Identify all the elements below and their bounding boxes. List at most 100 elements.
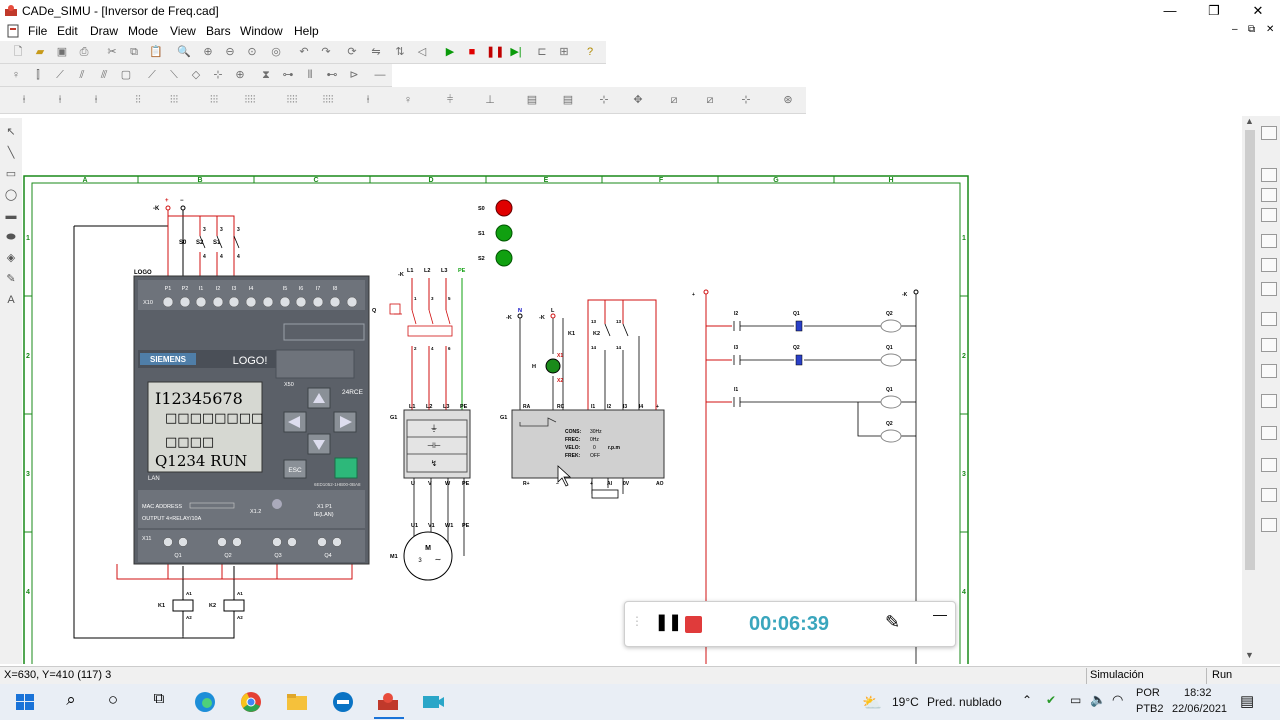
rectangle-tool-icon[interactable]: ▭ (5, 168, 17, 180)
step-simulation-icon[interactable]: ▶| (510, 46, 522, 58)
clock-date[interactable]: 22/06/2021 (1172, 703, 1228, 715)
undo-icon[interactable]: ↶ (299, 46, 309, 58)
filled-ellipse-icon[interactable]: ⬬ (6, 231, 16, 243)
plc-ok-button[interactable] (334, 457, 358, 479)
symbol-11-icon[interactable]: ♀ (403, 94, 413, 106)
switch-icon[interactable]: ⫿ (36, 69, 40, 81)
panel-button-5[interactable] (1261, 234, 1277, 248)
menu-draw[interactable]: Draw (90, 24, 119, 38)
weather-temperature[interactable]: 19°C (892, 695, 919, 709)
drag-handle-icon[interactable]: ⋮ (631, 614, 643, 628)
cut-icon[interactable]: ✂ (107, 46, 117, 58)
panel-button-9[interactable] (1261, 338, 1277, 352)
menu-help[interactable]: Help (294, 24, 319, 38)
cortana-icon[interactable]: ○ (107, 690, 119, 709)
weather-description[interactable]: Pred. nublado (927, 695, 1002, 709)
zoom-in-icon[interactable]: ⊕ (203, 46, 213, 58)
symbol-1-icon[interactable]: ⍿ (22, 94, 26, 106)
minimize-button[interactable]: — (1163, 3, 1177, 18)
symbol-8-icon[interactable]: ⫶⫶⫶⫶ (286, 94, 298, 106)
menu-file[interactable]: File (28, 24, 48, 38)
line-tool-icon[interactable]: ╲ (7, 147, 15, 159)
symbol-4-icon[interactable]: ⫶⫶ (135, 94, 141, 106)
wire-icon[interactable]: — (374, 69, 386, 81)
new-file-icon[interactable]: 🗋 (13, 46, 23, 58)
zoom-window-icon[interactable]: 🔍 (177, 46, 191, 58)
symbol-9-icon[interactable]: ⫶⫶⫶⫶ (322, 94, 334, 106)
stop-simulation-icon[interactable]: ■ (468, 46, 476, 58)
panel-button-7[interactable] (1261, 282, 1277, 296)
symbol-5-icon[interactable]: ⫶⫶⫶ (169, 94, 179, 106)
language-top[interactable]: POR (1136, 687, 1160, 699)
symbol-19-icon[interactable]: ⧄ (706, 94, 714, 106)
weather-icon[interactable]: ⛅ (862, 695, 882, 712)
panel-button-2[interactable] (1261, 168, 1277, 182)
symbol-15-icon[interactable]: ▤ (562, 94, 574, 106)
plc-esc-button[interactable]: ESC (288, 467, 302, 474)
windows-start-icon[interactable] (12, 690, 38, 714)
multipole-icon[interactable]: ⫽ (79, 69, 85, 81)
symbol-13-icon[interactable]: ⊥ (485, 94, 495, 106)
stop-recording-icon[interactable] (685, 616, 702, 633)
pen-icon[interactable]: ✎ (885, 612, 901, 632)
panel-button-14[interactable] (1261, 488, 1277, 502)
diode-icon[interactable]: ⊳ (349, 69, 359, 81)
pause-simulation-icon[interactable]: ❚❚ (486, 46, 505, 58)
pencil-icon[interactable]: ✎ (6, 273, 16, 285)
symbol-17-icon[interactable]: ✥ (633, 94, 643, 106)
menu-view[interactable]: View (170, 24, 196, 38)
paste-icon[interactable]: 📋 (149, 46, 163, 58)
menu-bars[interactable]: Bars (206, 24, 231, 38)
panel-button-15[interactable] (1261, 518, 1277, 532)
close-button[interactable]: ✕ (1252, 3, 1264, 18)
resistor-icon[interactable]: ⊶ (282, 69, 294, 81)
screen-recorder-app-icon[interactable] (420, 690, 446, 714)
sensor-icon[interactable]: ◇ (191, 69, 201, 81)
language-bottom[interactable]: PTB2 (1136, 703, 1164, 715)
symbol-20-icon[interactable]: ⊹ (741, 94, 751, 106)
ellipse-tool-icon[interactable]: ◯ (4, 189, 18, 201)
wifi-icon[interactable]: ◠ (1112, 692, 1124, 707)
mdi-minimize-icon[interactable]: – (1232, 24, 1238, 35)
mirror-horizontal-icon[interactable]: ⇋ (371, 46, 381, 58)
clock-time[interactable]: 18:32 (1184, 687, 1212, 699)
zoom-out-icon[interactable]: ⊖ (225, 46, 235, 58)
fuse-icon[interactable]: ♀ (11, 69, 21, 81)
text-tool-icon[interactable]: A (7, 294, 15, 306)
copy-icon[interactable]: ⧉ (130, 46, 138, 58)
menu-mode[interactable]: Mode (128, 24, 159, 38)
symbol-21-icon[interactable]: ⊛ (783, 94, 793, 106)
panel-button-12[interactable] (1261, 426, 1277, 440)
up-arrow-icon[interactable] (313, 393, 325, 403)
left-arrow-icon[interactable] (288, 416, 300, 428)
scroll-thumb[interactable] (1245, 130, 1255, 570)
menu-window[interactable]: Window (240, 24, 283, 38)
mdi-restore-icon[interactable]: ⧉ (1248, 24, 1256, 35)
pushbutton-icon[interactable]: ⟋ (148, 69, 156, 81)
save-icon[interactable]: ▣ (56, 46, 68, 58)
cadesimu-taskbar-icon[interactable] (374, 690, 404, 714)
pointer-icon[interactable]: ↖ (6, 126, 16, 138)
search-icon[interactable]: ⌕ (66, 690, 76, 709)
drawing-canvas[interactable]: A B C D E F G H 1 2 3 4 1 2 3 4 (22, 116, 1242, 664)
panel-button-13[interactable] (1261, 458, 1277, 472)
right-arrow-icon[interactable] (340, 416, 352, 428)
contact-icon[interactable]: ⟋ (56, 69, 64, 81)
panel-button-8[interactable] (1261, 312, 1277, 326)
edge-browser-icon[interactable] (192, 690, 218, 714)
mdi-close-icon[interactable]: ✕ (1266, 24, 1275, 35)
down-arrow-icon[interactable] (313, 440, 325, 450)
symbol-3-icon[interactable]: ⍿ (94, 94, 98, 106)
relay-icon[interactable]: ▢ (120, 69, 132, 81)
pause-recording-icon[interactable]: ❚❚ (655, 614, 682, 631)
properties-icon[interactable]: ⊞ (559, 46, 569, 58)
chrome-browser-icon[interactable] (238, 690, 264, 714)
panel-button-10[interactable] (1261, 364, 1277, 378)
symbol-10-icon[interactable]: ⍿ (366, 94, 370, 106)
transformer-icon[interactable]: ⧗ (262, 69, 270, 81)
menu-edit[interactable]: Edit (57, 24, 78, 38)
filled-rectangle-icon[interactable]: ▬ (5, 210, 17, 222)
battery-icon[interactable]: ▭ (1070, 693, 1082, 707)
panel-button-11[interactable] (1261, 394, 1277, 408)
symbol-6-icon[interactable]: ⫶⫶⫶ (209, 94, 219, 106)
